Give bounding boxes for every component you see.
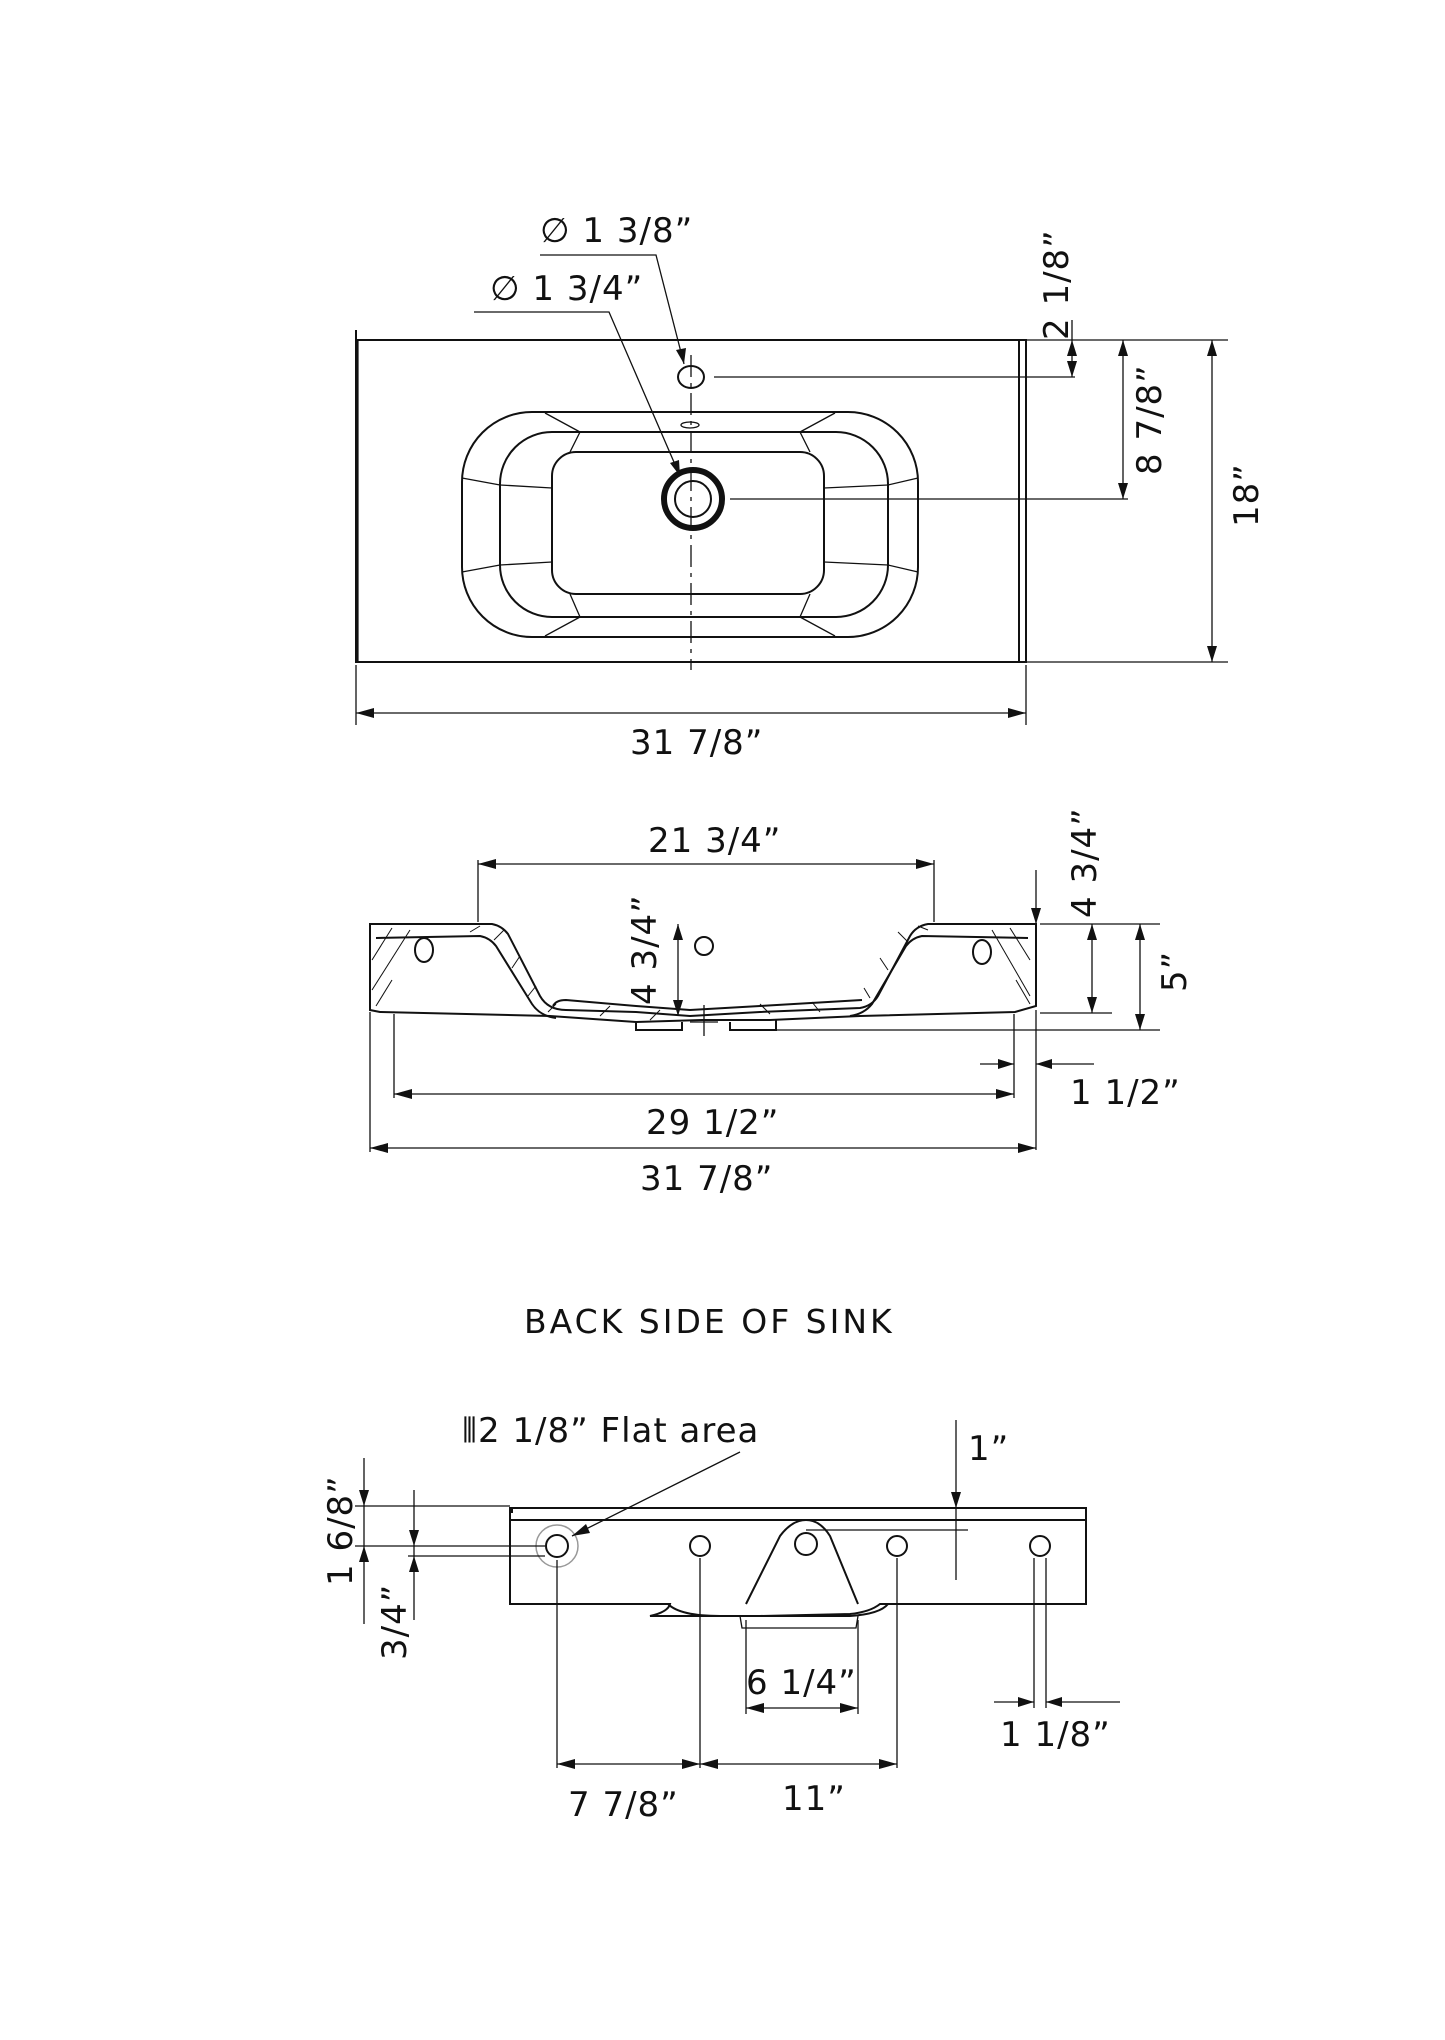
bracket-width-label: 6 1/4” <box>746 1663 857 1703</box>
drain-height-label: 5” <box>1155 951 1195 992</box>
left-spacing-label: 7 7/8” <box>568 1785 679 1825</box>
depth-label: 18” <box>1227 463 1267 527</box>
top-width-label: 31 7/8” <box>630 723 763 763</box>
hole-offset-label: 3/4” <box>375 1584 415 1660</box>
drain-inner <box>674 480 712 518</box>
bowl-width-label: 21 3/4” <box>648 821 781 861</box>
end-hole-spacing-label: 1 1/8” <box>1000 1715 1111 1755</box>
edge-thickness-label: 1 1/2” <box>1070 1073 1181 1113</box>
drain-from-back-label: 8 7/8” <box>1130 364 1170 475</box>
bowl-outer <box>461 411 919 638</box>
bowl-middle <box>499 431 889 618</box>
section-profile <box>369 923 1037 1024</box>
section-width-label: 31 7/8” <box>640 1159 773 1199</box>
center-spacing-label: 11” <box>782 1779 846 1819</box>
top-offset-label: 1” <box>968 1429 1009 1469</box>
drain-outer <box>661 467 725 531</box>
top-view: 2 1/8” 8 7/8” 18” 31 7/8” ∅ 1 3/8” ∅ 1 3… <box>355 211 1267 763</box>
back-view-title: BACK SIDE OF SINK <box>524 1302 895 1341</box>
overall-height-label: 4 3/4” <box>1065 807 1105 918</box>
flat-area-label: ⦀2 1/8” Flat area <box>462 1411 759 1451</box>
inner-width-label: 29 1/2” <box>646 1103 779 1143</box>
height-left-label: 1 6/8” <box>321 1475 361 1586</box>
faucet-diameter-label: ∅ 1 3/8” <box>540 211 693 251</box>
back-view: BACK SIDE OF SINK 1 6/8” <box>321 1302 1120 1825</box>
section-view: 21 3/4” 4 3/4” 4 3/4” 5” 1 1/2” <box>369 807 1195 1199</box>
faucet-from-back-label: 2 1/8” <box>1037 229 1077 340</box>
drain-diameter-label: ∅ 1 3/4” <box>490 269 643 309</box>
bowl-inner <box>551 451 825 595</box>
bowl-depth-label: 4 3/4” <box>625 894 665 1005</box>
